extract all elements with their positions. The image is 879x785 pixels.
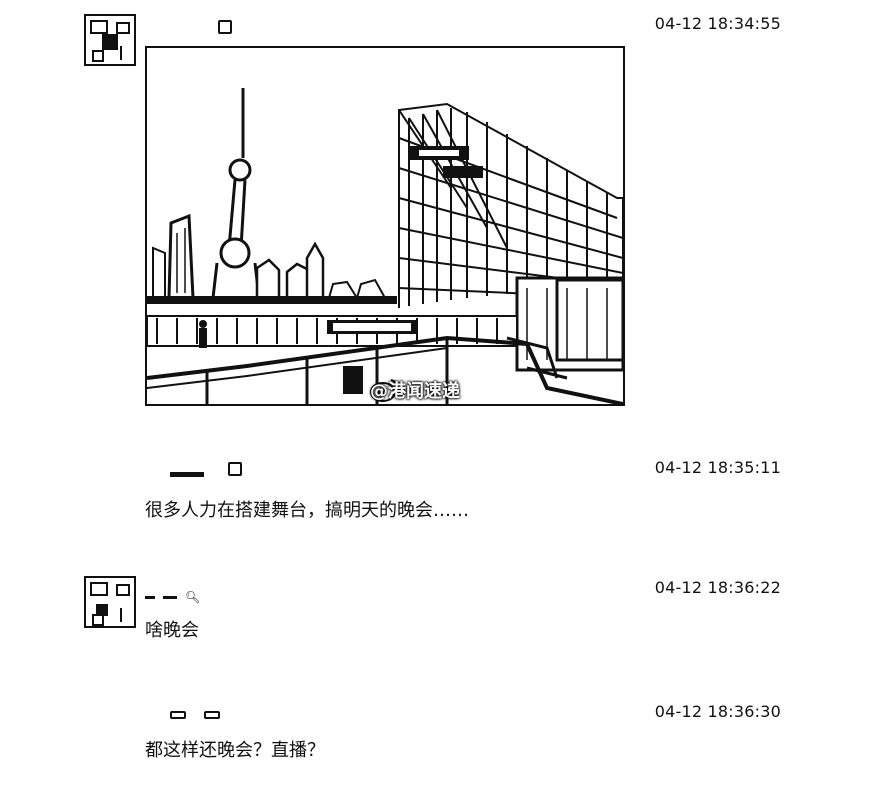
chat-message: 🔍︎ 04-12 18:36:22 啥晚会 (0, 560, 879, 660)
message-timestamp: 04-12 18:35:11 (654, 458, 781, 477)
avatar[interactable] (84, 576, 136, 628)
message-timestamp: 04-12 18:34:55 (654, 14, 781, 33)
search-icon: 🔍︎ (185, 590, 201, 604)
weibo-icon (370, 379, 399, 402)
sender-name[interactable]: 🔍︎ (145, 586, 200, 608)
message-text: 很多人力在搭建舞台，搞明天的晚会…… (145, 500, 469, 521)
chat-message: 04-12 18:36:30 都这样还晚会？直播？ (0, 690, 879, 785)
message-text: 啥晚会 (145, 620, 199, 641)
avatar[interactable] (84, 14, 136, 66)
message-photo[interactable] (145, 46, 625, 406)
sender-name[interactable] (170, 704, 220, 726)
chat-message: 04-12 18:34:55 (84, 14, 781, 406)
message-timestamp: 04-12 18:36:30 (654, 702, 781, 721)
chat-message: 04-12 18:35:11 很多人力在搭建舞台，搞明天的晚会…… (0, 440, 879, 530)
sender-name[interactable] (170, 458, 242, 480)
verified-badge-icon (218, 20, 232, 34)
verified-badge-icon (228, 462, 242, 476)
message-text: 都这样还晚会？直播？ (145, 740, 325, 761)
sender-name[interactable] (218, 16, 232, 38)
photo-watermark: @港闻速递 (370, 381, 460, 402)
shanghai-skyline-image (147, 48, 623, 404)
message-timestamp: 04-12 18:36:22 (654, 578, 781, 597)
